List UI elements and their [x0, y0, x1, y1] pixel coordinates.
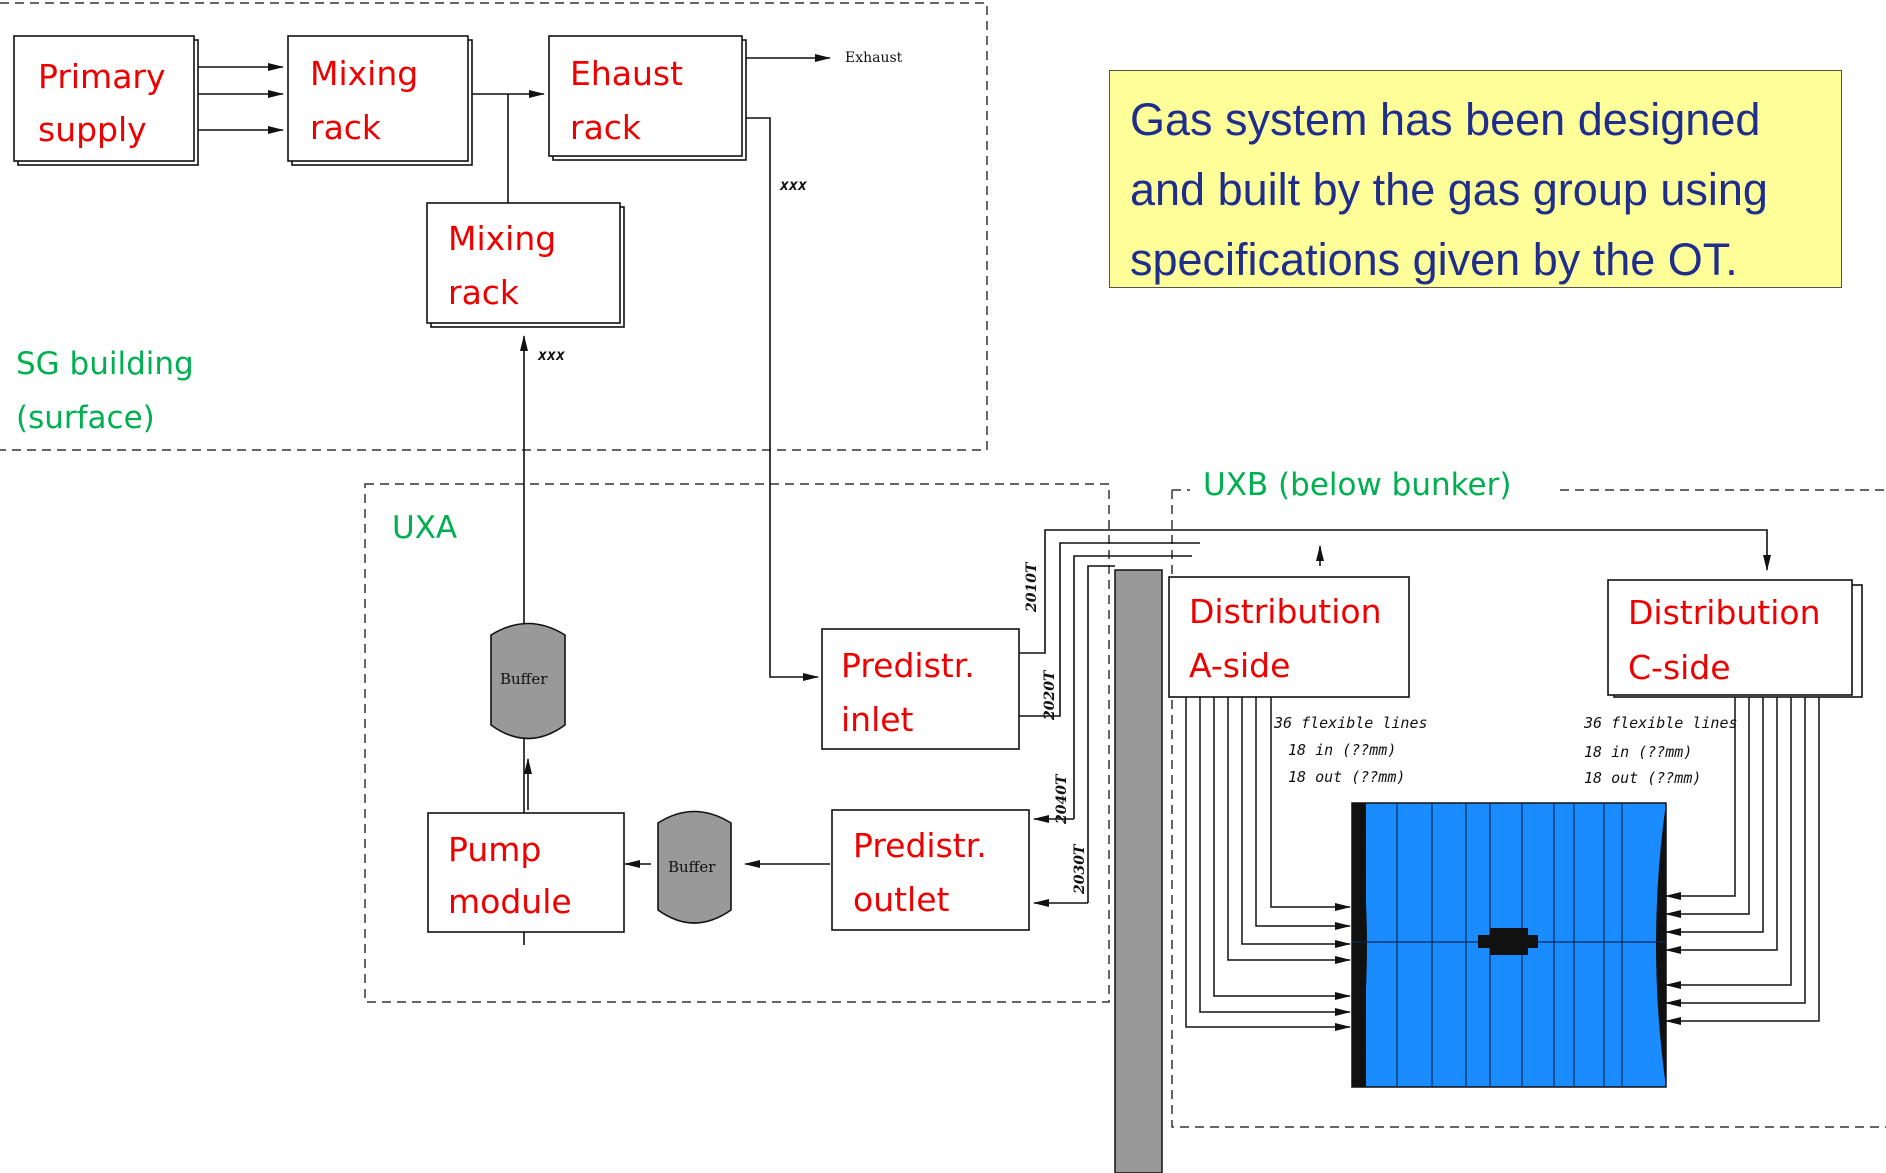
note-line: Gas system has been designed — [1130, 94, 1761, 145]
svg-text:Mixing: Mixing — [448, 219, 556, 258]
svg-text:Mixing: Mixing — [310, 54, 418, 93]
box-primary-supply: Primary supply — [13, 35, 199, 166]
sg-building-outline — [0, 2, 988, 451]
svg-text:2020T: 2020T — [1042, 669, 1058, 721]
svg-text:2030T: 2030T — [1072, 843, 1088, 895]
zone-outlines — [0, 2, 1886, 1128]
box-distribution-c-side: Distribution C-side — [1607, 579, 1863, 698]
zone-label-sg-surface: (surface) — [16, 400, 155, 436]
box-predistr-outlet: Predistr. outlet — [831, 809, 1030, 931]
svg-text:18 out (??mm): 18 out (??mm) — [1584, 769, 1701, 787]
svg-text:2040T: 2040T — [1054, 773, 1070, 825]
svg-text:Pump: Pump — [448, 830, 541, 869]
svg-text:18 out (??mm): 18 out (??mm) — [1288, 768, 1405, 786]
box-distribution-a-side: Distribution A-side — [1168, 576, 1410, 698]
box-exhaust-rack: Ehaust rack — [548, 35, 747, 161]
svg-text:Predistr.: Predistr. — [853, 826, 987, 865]
svg-text:rack: rack — [310, 108, 382, 147]
svg-text:module: module — [448, 882, 572, 921]
svg-text:C-side: C-side — [1628, 648, 1731, 687]
a-side-flex-lines — [1185, 697, 1351, 1031]
c-side-flex-annotation: 36 flexible lines 18 in (??mm) 18 out (?… — [1583, 714, 1738, 787]
flow-lines — [198, 54, 1771, 945]
note-box: Gas system has been designed and built b… — [1109, 70, 1842, 288]
svg-text:supply: supply — [38, 110, 147, 149]
zone-label-uxb: UXB (below bunker) — [1203, 467, 1511, 503]
zone-label-sg-building: SG building — [16, 346, 194, 382]
svg-text:Buffer: Buffer — [668, 858, 716, 876]
svg-text:18 in (??mm): 18 in (??mm) — [1584, 743, 1692, 761]
svg-text:2010T: 2010T — [1024, 561, 1040, 613]
svg-text:Buffer: Buffer — [500, 670, 548, 688]
svg-text:rack: rack — [448, 273, 520, 312]
box-mixing-rack-top: Mixing rack — [287, 35, 473, 166]
pipe-labels: 2010T 2020T 2040T 2030T — [1024, 561, 1088, 895]
c-side-flex-lines — [1665, 697, 1820, 1025]
zone-label-uxa: UXA — [392, 510, 457, 546]
svg-text:36 flexible lines: 36 flexible lines — [1273, 714, 1428, 732]
svg-text:A-side: A-side — [1189, 646, 1290, 685]
note-line: specifications given by the OT. — [1130, 234, 1738, 285]
outer-tracker-detector — [1351, 802, 1667, 1088]
svg-text:inlet: inlet — [841, 700, 914, 739]
buffer-vessel-lower: Buffer — [657, 810, 732, 924]
svg-text:Ehaust: Ehaust — [570, 54, 683, 93]
svg-text:Primary: Primary — [38, 57, 166, 96]
svg-text:outlet: outlet — [853, 880, 950, 919]
box-pump-module: Pump module — [427, 812, 625, 933]
a-side-flex-annotation: 36 flexible lines 18 in (??mm) 18 out (?… — [1273, 714, 1428, 786]
box-predistr-inlet: Predistr. inlet — [821, 628, 1020, 750]
shielding-wall — [1114, 569, 1163, 1173]
box-mixing-rack-lower: Mixing rack — [426, 202, 625, 328]
svg-text:Distribution: Distribution — [1628, 593, 1821, 632]
uxb-outline — [1171, 489, 1886, 1128]
svg-text:18 in (??mm): 18 in (??mm) — [1288, 741, 1396, 759]
xxx-label-right: xxx — [779, 176, 807, 194]
exhaust-label: Exhaust — [845, 50, 903, 66]
note-line: and built by the gas group using — [1130, 164, 1768, 215]
xxx-label-up: xxx — [537, 346, 565, 364]
svg-text:Distribution: Distribution — [1189, 592, 1382, 631]
svg-text:rack: rack — [570, 108, 642, 147]
buffer-vessel-upper: Buffer — [490, 622, 566, 740]
uxa-outline — [364, 483, 1110, 1003]
svg-text:36 flexible lines: 36 flexible lines — [1583, 714, 1738, 732]
svg-text:Predistr.: Predistr. — [841, 646, 975, 685]
